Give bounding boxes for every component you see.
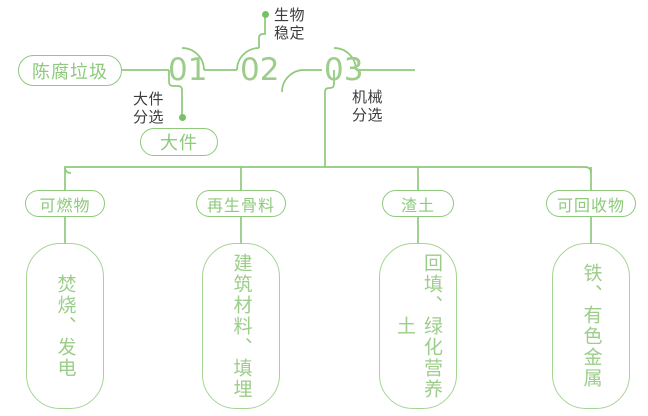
output-pill-4[interactable]: 可回收物 <box>546 190 636 217</box>
stage-number-02[interactable]: 02 <box>240 52 279 88</box>
branch-dot-bio <box>262 11 269 18</box>
distribution-bar <box>64 166 592 174</box>
edge-02-branch-bio <box>258 14 266 48</box>
arc-02-top <box>236 47 260 71</box>
output-pill-2-label: 再生骨料 <box>206 195 275 215</box>
output-pill-3[interactable]: 渣土 <box>382 190 454 217</box>
output-box-2[interactable]: 建筑材料、填埋 <box>202 243 280 409</box>
arc-01 <box>181 47 205 71</box>
output-box-4-text: 铁、有色金属 <box>580 263 603 389</box>
output-box-2-text: 建筑材料、填埋 <box>230 252 253 400</box>
stage-number-01[interactable]: 01 <box>168 52 207 88</box>
edge-01-branch-bulky <box>168 70 183 117</box>
arc-02-bottom <box>281 69 305 93</box>
output-box-1[interactable]: 焚烧、发电 <box>26 243 104 409</box>
stage-note-03: 机械 分选 <box>352 88 384 125</box>
source-pill-label: 陈腐垃圾 <box>32 61 108 83</box>
stage-number-03[interactable]: 03 <box>324 52 363 88</box>
stage-number-02-text: 02 <box>240 52 280 88</box>
output-box-3-text: 回填、绿化营养土 <box>394 252 443 400</box>
output-box-1-text: 焚烧、发电 <box>54 273 77 379</box>
source-pill[interactable]: 陈腐垃圾 <box>18 55 122 86</box>
stage-note-01: 大件 分选 <box>133 90 165 127</box>
output-pill-3-label: 渣土 <box>400 195 435 215</box>
output-box-3[interactable]: 回填、绿化营养土 <box>379 243 457 409</box>
output-pill-1-label: 可燃物 <box>39 195 91 215</box>
output-pill-2[interactable]: 再生骨料 <box>196 190 286 217</box>
stage-note-02: 生物 稳定 <box>274 6 306 43</box>
stage-number-03-text: 03 <box>324 52 364 88</box>
branch-output-pill-bulky[interactable]: 大件 <box>140 128 218 156</box>
branch-output-pill-bulky-label: 大件 <box>160 133 198 154</box>
output-pill-4-label: 可回收物 <box>556 195 625 215</box>
output-pill-1[interactable]: 可燃物 <box>25 190 105 217</box>
branch-dot-bulky <box>179 114 186 121</box>
output-box-4[interactable]: 铁、有色金属 <box>552 243 630 409</box>
arc-03 <box>333 47 357 71</box>
stage-number-01-text: 01 <box>168 52 208 88</box>
edge-03-trunk <box>324 70 335 167</box>
